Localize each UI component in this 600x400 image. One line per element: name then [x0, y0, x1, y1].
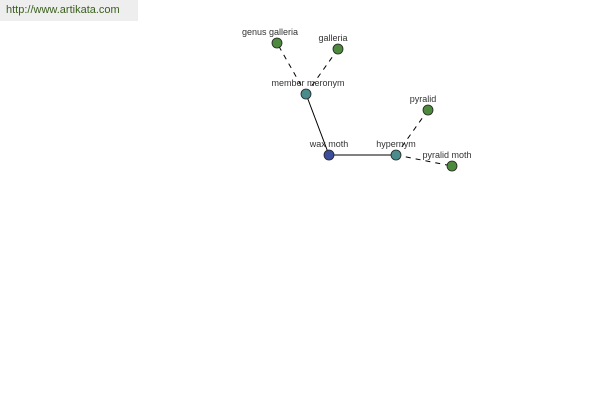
edges-layer: [276, 42, 453, 167]
label-pyralid: pyralid: [410, 94, 437, 104]
nodes-layer: [271, 37, 458, 172]
node-wax-moth[interactable]: [323, 149, 335, 161]
node-pyralid-moth[interactable]: [446, 160, 458, 172]
label-wax-moth: wax moth: [309, 139, 349, 149]
node-member-meronym[interactable]: [300, 88, 312, 100]
label-hypernym: hypernym: [376, 139, 416, 149]
label-member-meronym: member meronym: [271, 78, 344, 88]
label-genus-galleria: genus galleria: [242, 27, 298, 37]
node-galleria[interactable]: [332, 43, 344, 55]
node-pyralid[interactable]: [422, 104, 434, 116]
site-url-link[interactable]: http://www.artikata.com: [0, 0, 138, 21]
edge-wax-moth-member-meronym: [305, 93, 330, 156]
node-genus-galleria[interactable]: [271, 37, 283, 49]
label-pyralid-moth: pyralid moth: [422, 150, 471, 160]
label-galleria: galleria: [318, 33, 347, 43]
labels-layer: wax moth member meronym hypernym genus gall…: [242, 27, 472, 160]
node-hypernym[interactable]: [390, 149, 402, 161]
